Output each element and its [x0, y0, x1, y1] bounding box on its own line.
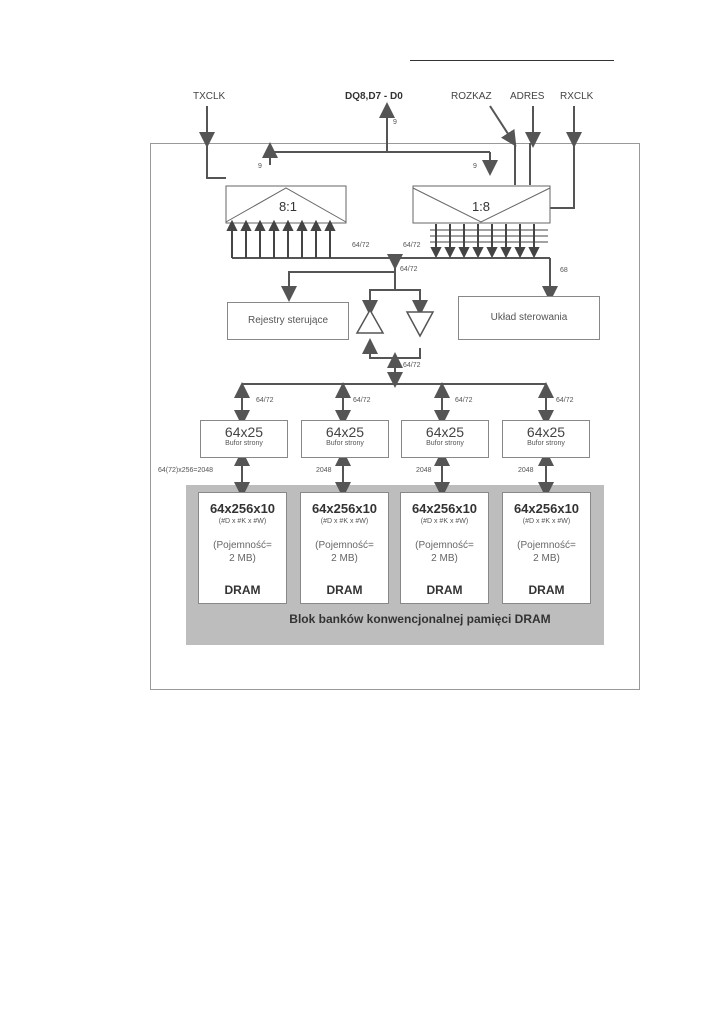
bus-label-left-9: 9	[258, 163, 262, 170]
dram-bank: 64x256x10 (#D x #K x #W) (Pojemność=2 MB…	[400, 492, 489, 604]
mux-shape	[225, 185, 347, 224]
bus-label-branch: 64/72	[256, 397, 274, 404]
demux-shape	[412, 185, 551, 224]
dram-capacity: (Pojemność=2 MB)	[415, 540, 474, 564]
dram-type: DRAM	[326, 583, 363, 597]
page-buffer: 64x25 Bufor strony	[401, 420, 489, 458]
signal-adres: ADRES	[510, 91, 545, 102]
page-buffer: 64x25 Bufor strony	[301, 420, 389, 458]
mux-label: 8:1	[278, 199, 298, 214]
signal-rozkaz: ROZKAZ	[451, 91, 492, 102]
buffer-link-label: 64(72)x256=2048	[158, 467, 214, 474]
dram-legend: (#D x #K x #W)	[218, 518, 267, 525]
bus-label-mux-out: 64/72	[352, 242, 370, 249]
bus-label-right-9: 9	[473, 163, 477, 170]
dram-legend: (#D x #K x #W)	[320, 518, 369, 525]
page-buffer-name: Bufor strony	[326, 440, 364, 447]
buffer-up-triangle	[355, 308, 385, 334]
bus-label-control: 68	[560, 267, 568, 274]
dram-type: DRAM	[426, 583, 463, 597]
bus-label-branch: 64/72	[556, 397, 574, 404]
dram-block-label: Blok banków konwencjonalnej pamięci DRAM	[289, 612, 551, 626]
buffer-down-triangle	[405, 311, 435, 338]
dram-bank: 64x256x10 (#D x #K x #W) (Pojemność=2 MB…	[502, 492, 591, 604]
page-buffer-name: Bufor strony	[426, 440, 464, 447]
dram-bank: 64x256x10 (#D x #K x #W) (Pojemność=2 MB…	[198, 492, 287, 604]
page-buffer-size: 64x25	[325, 424, 365, 440]
bus-label-demux-in: 64/72	[403, 242, 421, 249]
bus-label-center: 64/72	[400, 266, 418, 273]
signal-txclk: TXCLK	[193, 91, 226, 102]
diagram-frame	[150, 143, 640, 690]
dram-type: DRAM	[224, 583, 261, 597]
dram-capacity: (Pojemność=2 MB)	[517, 540, 576, 564]
buffer-link-label: 2048	[518, 467, 534, 474]
page-buffer: 64x25 Bufor strony	[200, 420, 288, 458]
page-buffer: 64x25 Bufor strony	[502, 420, 590, 458]
bus-label-branch: 64/72	[353, 397, 371, 404]
signal-dq: DQ8,D7 - D0	[345, 91, 403, 102]
page-buffer-size: 64x25	[224, 424, 264, 440]
buffer-link-label: 2048	[316, 467, 332, 474]
bus-label-mid: 64/72	[403, 362, 421, 369]
dram-bank: 64x256x10 (#D x #K x #W) (Pojemność=2 MB…	[300, 492, 389, 604]
dram-legend: (#D x #K x #W)	[522, 518, 571, 525]
dram-org: 64x256x10	[311, 501, 378, 516]
dram-type: DRAM	[528, 583, 565, 597]
header-rule	[410, 60, 614, 61]
controller-label: Układ sterowania	[490, 312, 568, 323]
controller-box: Układ sterowania	[458, 296, 600, 340]
dram-capacity: (Pojemność=2 MB)	[315, 540, 374, 564]
demux-label: 1:8	[471, 199, 491, 214]
page-buffer-size: 64x25	[526, 424, 566, 440]
page-buffer-size: 64x25	[425, 424, 465, 440]
dram-org: 64x256x10	[209, 501, 276, 516]
registers-box: Rejestry sterujące	[227, 302, 349, 340]
page-buffer-name: Bufor strony	[527, 440, 565, 447]
page-buffer-name: Bufor strony	[225, 440, 263, 447]
dram-org: 64x256x10	[411, 501, 478, 516]
bus-label-dq: 9	[393, 119, 397, 126]
signal-rxclk: RXCLK	[560, 91, 594, 102]
dram-legend: (#D x #K x #W)	[420, 518, 469, 525]
bus-label-branch: 64/72	[455, 397, 473, 404]
registers-label: Rejestry sterujące	[247, 315, 329, 326]
buffer-link-label: 2048	[416, 467, 432, 474]
dram-org: 64x256x10	[513, 501, 580, 516]
dram-capacity: (Pojemność=2 MB)	[213, 540, 272, 564]
